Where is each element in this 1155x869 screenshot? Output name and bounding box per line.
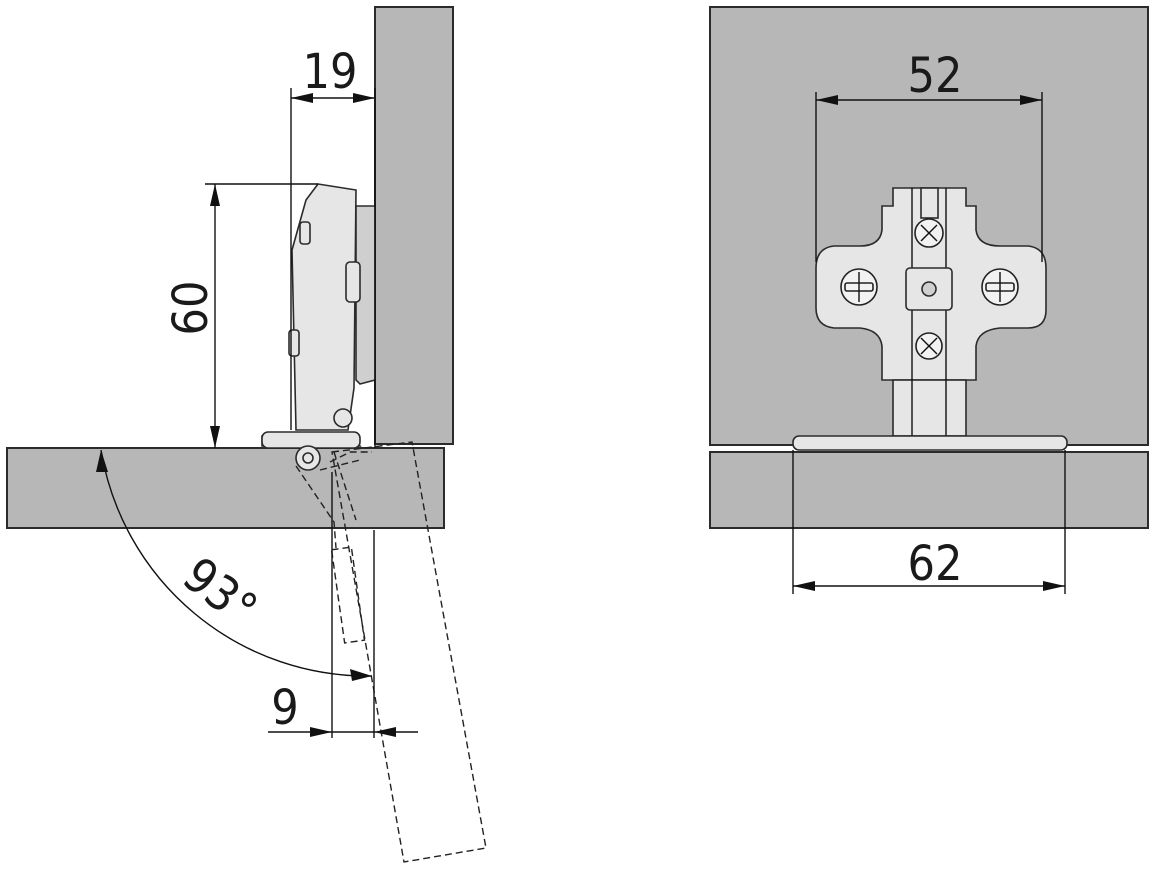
cabinet-side-panel xyxy=(374,6,454,445)
hinge-arm xyxy=(261,183,376,471)
dim-offset-label: 9 xyxy=(271,680,298,736)
dimension-offset: 9 xyxy=(268,680,418,737)
cup-flange xyxy=(792,435,1068,451)
dim-plate-width-label: 62 xyxy=(908,536,963,592)
dim-angle-label: 93° xyxy=(172,547,267,638)
dim-height-label: 60 xyxy=(163,281,219,336)
screw-bottom-icon xyxy=(915,332,943,360)
screw-right-icon xyxy=(981,268,1019,306)
base-panel xyxy=(6,447,445,529)
base-panel-front xyxy=(709,451,1149,529)
dimension-plate-width: 62 xyxy=(793,536,1065,592)
open-door-outline xyxy=(295,441,487,863)
dim-overlay-label: 19 xyxy=(303,44,358,100)
screw-left-icon xyxy=(840,268,878,306)
screw-top-icon xyxy=(914,218,944,248)
front-view: 52 62 xyxy=(709,6,1149,594)
dim-hole-spacing-label: 52 xyxy=(908,48,963,104)
dimension-overlay: 19 xyxy=(291,44,375,103)
side-view: 19 60 93° 9 xyxy=(6,6,487,863)
dimension-hole-spacing: 52 xyxy=(816,48,1042,105)
dimension-height: 60 xyxy=(163,184,220,448)
